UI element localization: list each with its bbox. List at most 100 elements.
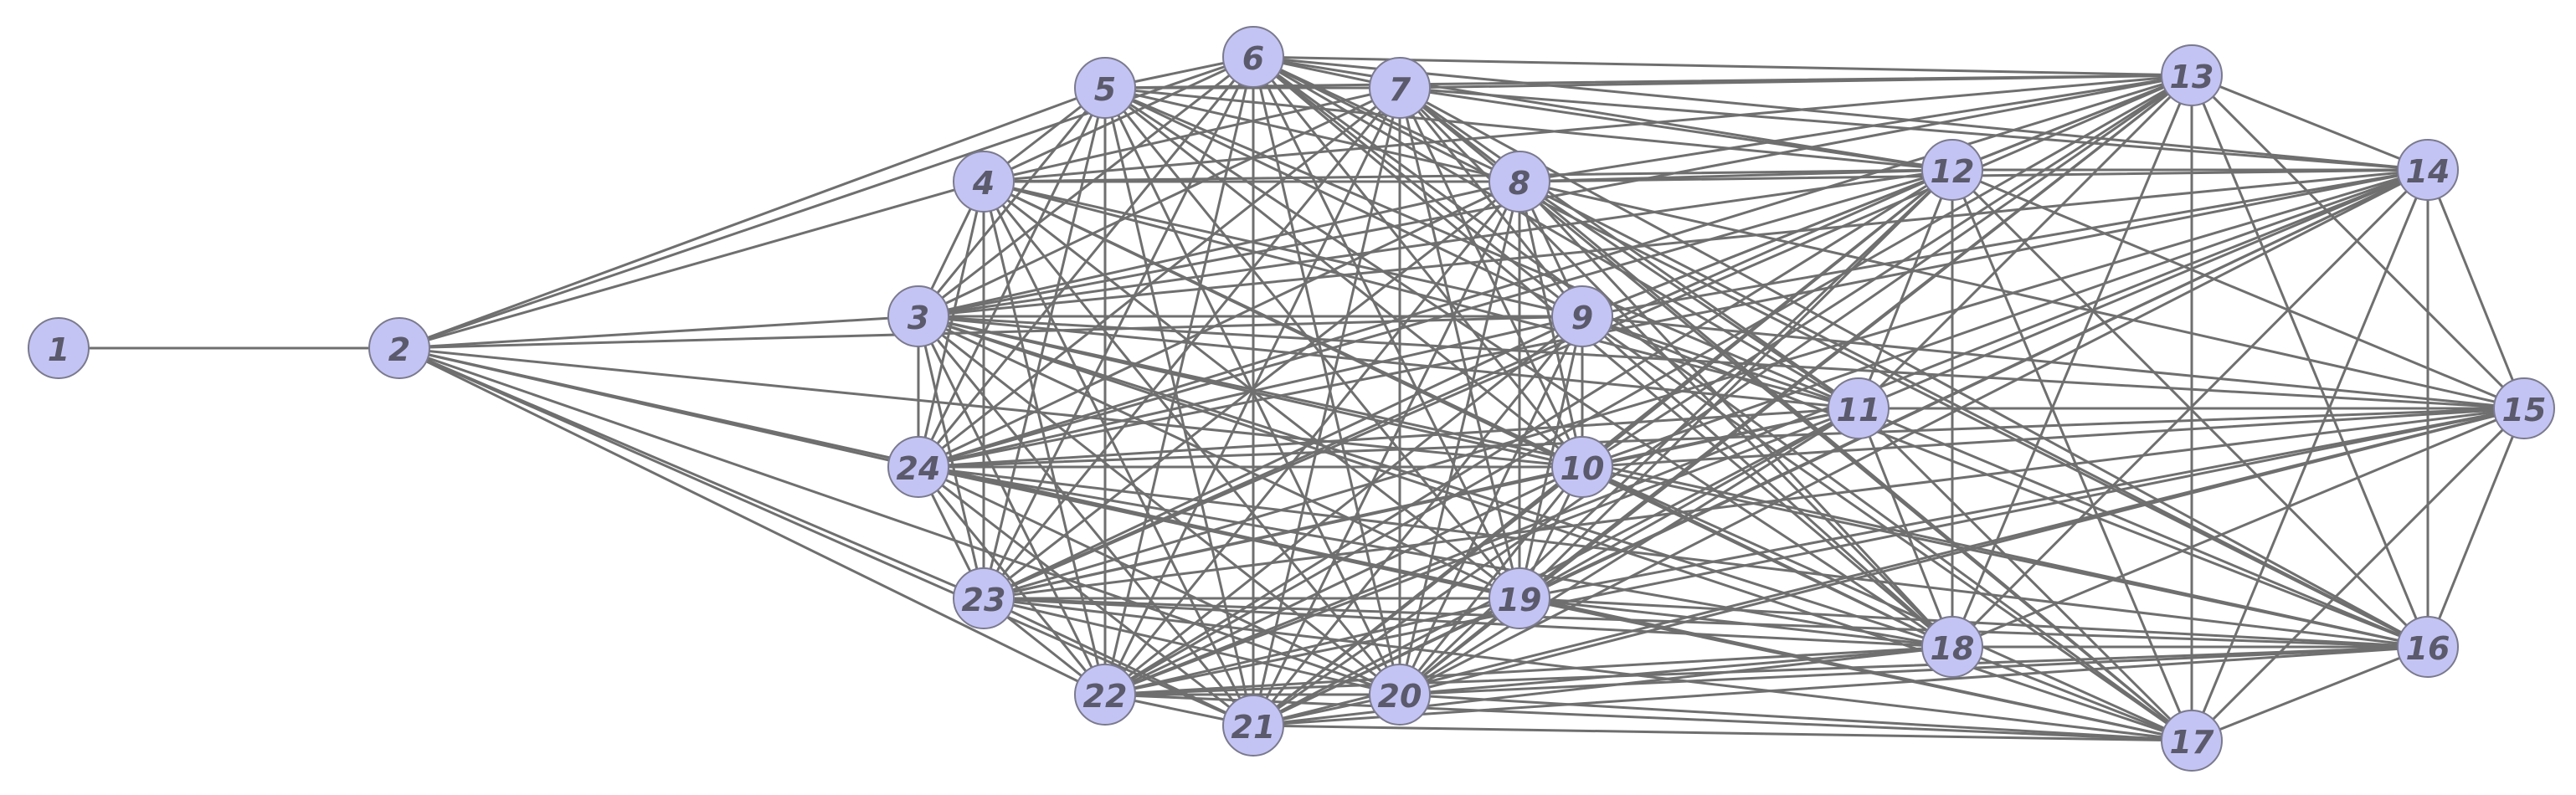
edge-2-24	[398, 346, 920, 469]
edge-13-18	[1951, 74, 2193, 649]
edge-18-19	[1518, 597, 1954, 649]
edge-8-24	[917, 180, 1521, 469]
node-22[interactable]: 22	[1074, 664, 1136, 726]
edge-2-3	[398, 315, 920, 350]
node-label: 10	[1561, 450, 1605, 487]
node-9[interactable]: 9	[1551, 285, 1613, 347]
node-15[interactable]: 15	[2493, 377, 2555, 439]
edge-19-22	[1103, 597, 1521, 696]
node-circle	[1074, 57, 1136, 119]
node-circle	[368, 317, 430, 379]
edge-17-23	[982, 597, 2193, 742]
edge-10-15	[1581, 407, 2526, 469]
node-16[interactable]: 16	[2397, 616, 2459, 678]
node-label: 17	[2170, 724, 2214, 761]
edge-18-21	[1252, 645, 1954, 727]
node-21[interactable]: 21	[1222, 695, 1284, 757]
node-2[interactable]: 2	[368, 317, 430, 379]
node-label: 13	[2170, 59, 2214, 95]
edge-12-13	[1951, 74, 2193, 172]
edge-8-23	[982, 180, 1521, 600]
edge-10-17	[1581, 465, 2193, 742]
edge-6-22	[1103, 55, 1255, 696]
edge-12-24	[917, 168, 1954, 469]
node-circle	[1369, 57, 1431, 119]
edge-6-18	[1252, 55, 1954, 649]
edge-20-24	[917, 465, 1401, 696]
node-11[interactable]: 11	[1828, 377, 1890, 439]
edge-7-23	[982, 86, 1401, 600]
edge-16-19	[1518, 597, 2429, 649]
edge-4-24	[917, 180, 985, 469]
node-label: 24	[897, 450, 941, 487]
edge-2-23	[398, 346, 985, 600]
node-10[interactable]: 10	[1551, 436, 1613, 498]
edge-11-19	[1518, 407, 1860, 600]
node-6[interactable]: 6	[1222, 26, 1284, 88]
node-circle	[1222, 26, 1284, 88]
edge-16-21	[1252, 645, 2429, 727]
node-18[interactable]: 18	[1921, 616, 1983, 678]
node-12[interactable]: 12	[1921, 139, 1983, 201]
edge-6-12	[1252, 55, 1954, 172]
edge-12-17	[1951, 168, 2193, 742]
edge-20-23	[982, 597, 1401, 696]
edge-22-24	[917, 465, 1107, 696]
edge-3-8	[917, 180, 1521, 318]
edge-3-14	[917, 168, 2429, 318]
edge-6-11	[1252, 55, 1860, 410]
edge-8-15	[1518, 180, 2526, 410]
edge-17-18	[1951, 645, 2193, 742]
node-20[interactable]: 20	[1369, 664, 1431, 726]
edge-10-18	[1581, 465, 1954, 649]
edge-11-14	[1857, 168, 2429, 410]
edge-14-15	[2426, 168, 2526, 410]
edge-7-10	[1398, 86, 1584, 469]
edge-5-23	[982, 86, 1107, 600]
edge-14-22	[1103, 168, 2429, 696]
node-14[interactable]: 14	[2397, 139, 2459, 201]
edge-9-23	[982, 315, 1584, 600]
edge-13-15	[2190, 74, 2526, 410]
node-circle	[1921, 139, 1983, 201]
node-17[interactable]: 17	[2161, 710, 2223, 772]
node-19[interactable]: 19	[1489, 567, 1550, 629]
node-label: 7	[1389, 71, 1411, 108]
node-3[interactable]: 3	[887, 285, 949, 347]
node-label: 2	[388, 331, 410, 368]
node-label: 6	[1242, 40, 1264, 77]
node-label: 15	[2502, 392, 2547, 428]
edge-13-24	[917, 74, 2193, 469]
node-8[interactable]: 8	[1489, 151, 1550, 213]
node-23[interactable]: 23	[953, 567, 1015, 629]
node-24[interactable]: 24	[887, 436, 949, 498]
edge-3-7	[917, 86, 1401, 318]
edge-10-13	[1581, 74, 2193, 469]
edge-15-19	[1518, 407, 2526, 600]
edge-9-16	[1581, 315, 2429, 649]
edge-17-22	[1103, 693, 2193, 742]
node-1[interactable]: 1	[28, 317, 90, 379]
node-7[interactable]: 7	[1369, 57, 1431, 119]
edge-14-24	[917, 168, 2429, 469]
edge-15-18	[1951, 407, 2526, 649]
node-circle	[1222, 695, 1284, 757]
edge-19-24	[917, 465, 1521, 600]
node-5[interactable]: 5	[1074, 57, 1136, 119]
edge-5-8	[1103, 86, 1521, 183]
node-label: 21	[1231, 709, 1276, 746]
edge-6-23	[982, 55, 1255, 600]
edge-5-11	[1103, 86, 1860, 410]
edge-13-16	[2190, 74, 2429, 649]
node-13[interactable]: 13	[2161, 44, 2223, 106]
node-label: 20	[1378, 678, 1422, 715]
edge-2-10	[398, 346, 1584, 469]
edge-9-19	[1518, 315, 1584, 600]
edge-9-24	[917, 315, 1584, 469]
edge-7-12	[1398, 86, 1954, 172]
node-circle	[1551, 285, 1613, 347]
edge-10-16	[1581, 465, 2429, 649]
node-4[interactable]: 4	[953, 151, 1015, 213]
edge-14-17	[2190, 168, 2429, 742]
edge-4-6	[982, 55, 1255, 183]
